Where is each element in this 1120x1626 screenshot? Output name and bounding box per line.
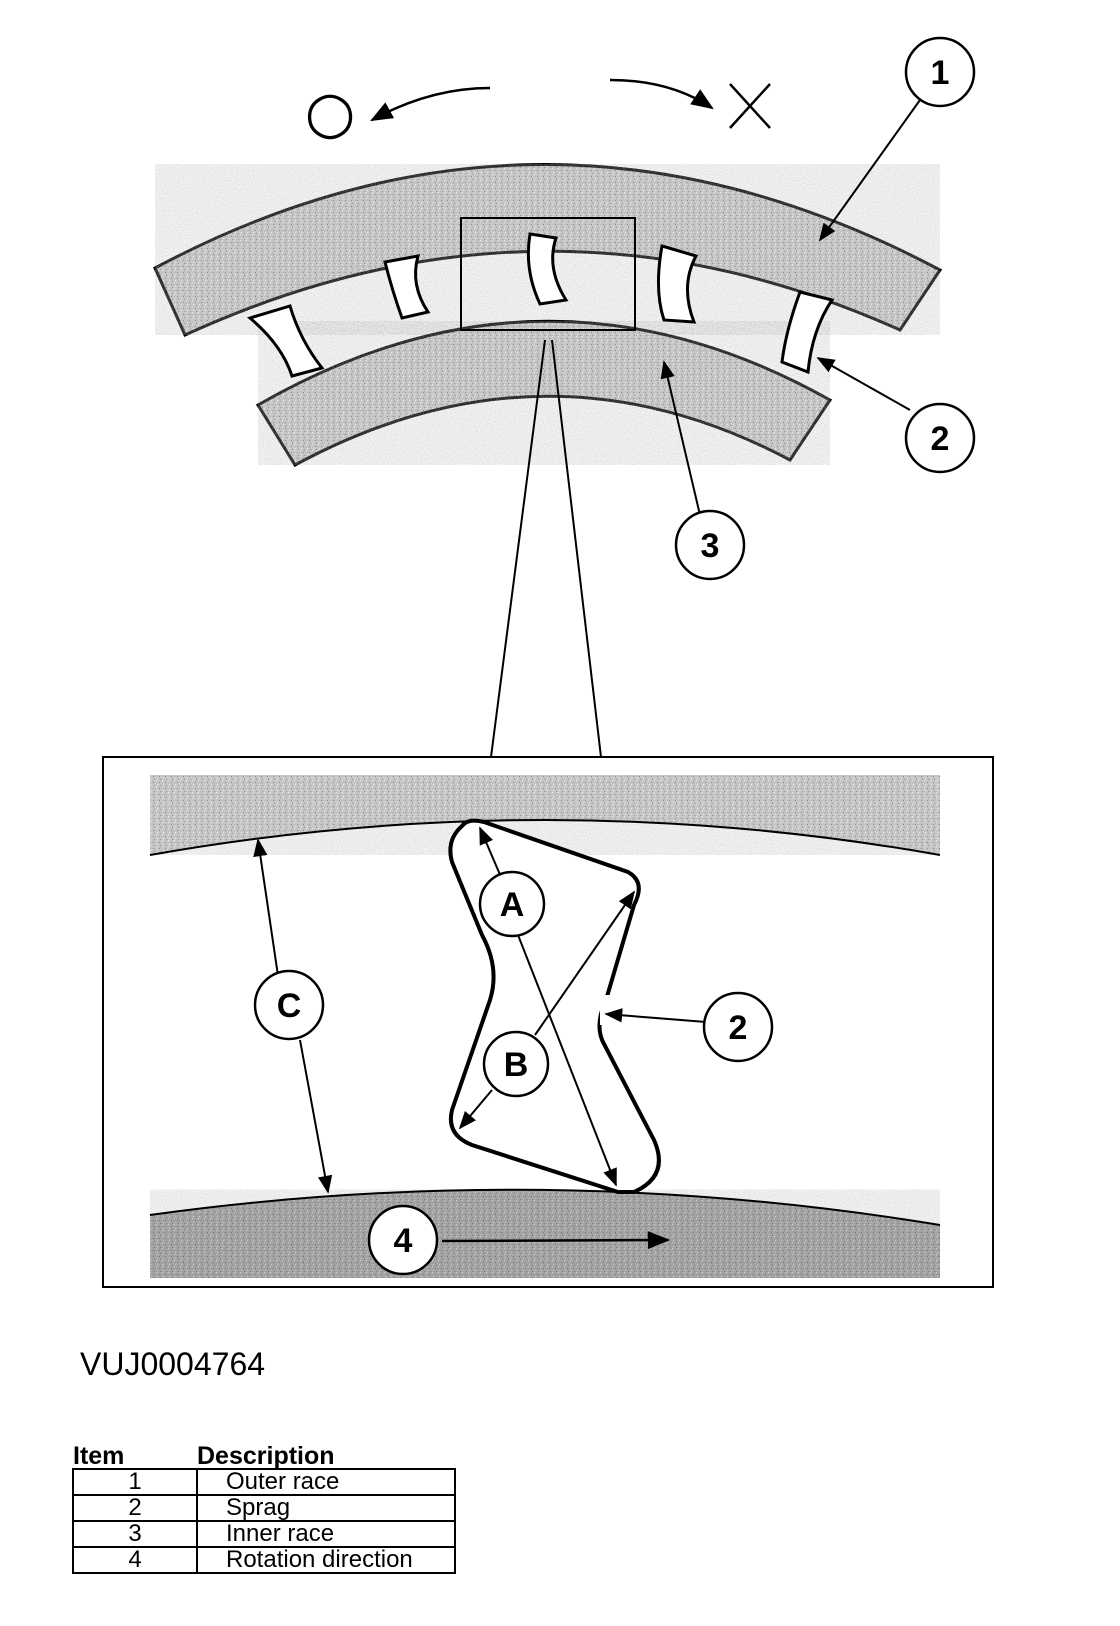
sprag xyxy=(656,244,699,324)
callout-b-label: B xyxy=(504,1046,529,1084)
locked-rotation-indicator xyxy=(609,78,771,129)
dimension-c-arrow xyxy=(299,1039,333,1194)
legend-item-description: Inner race xyxy=(196,1520,456,1548)
rotation-direction-arrow xyxy=(441,1231,671,1250)
free-rotation-indicator: ○ xyxy=(305,78,491,146)
callout-1-label: 1 xyxy=(931,54,950,92)
callout-c: C xyxy=(253,969,325,1041)
callout-2-top: 2 xyxy=(816,357,976,474)
legend-item-description: Rotation direction xyxy=(196,1546,456,1574)
callout-4: 4 xyxy=(367,1204,439,1276)
sprag xyxy=(780,290,835,375)
callout-2-top-label: 2 xyxy=(931,420,950,458)
dimension-a-arrow xyxy=(517,934,617,1187)
callout-a-label: A xyxy=(500,886,525,924)
legend-row: 4 Rotation direction xyxy=(72,1546,456,1574)
legend-item-number: 2 xyxy=(72,1494,198,1522)
legend-item-number: 3 xyxy=(72,1520,198,1548)
legend-row: 1 Outer race xyxy=(72,1468,456,1496)
callout-3: 3 xyxy=(660,360,746,581)
dimension-b-arrow xyxy=(534,890,636,1036)
sprag-leader xyxy=(604,1008,707,1023)
legend-table: Item Description 1 Outer race 2 Sprag 3 … xyxy=(72,1444,456,1574)
legend-row: 3 Inner race xyxy=(72,1520,456,1548)
legend-item-description: Outer race xyxy=(196,1468,456,1496)
zoom-region-box xyxy=(460,217,636,331)
sprag xyxy=(526,232,569,306)
callout-b: B xyxy=(482,1030,550,1098)
callout-3-label: 3 xyxy=(701,527,720,565)
callout-1: 1 xyxy=(818,36,976,242)
legend-header-item: Item xyxy=(73,1442,125,1470)
legend-row: 2 Sprag xyxy=(72,1494,456,1522)
legend-header-row: Item Description xyxy=(73,1444,455,1469)
callout-4-label: 4 xyxy=(394,1222,413,1260)
sprag xyxy=(246,304,325,378)
callout-2-detail-label: 2 xyxy=(729,1009,748,1047)
locked-direction-arrow xyxy=(609,78,714,110)
callout-a: A xyxy=(478,870,546,938)
projection-line xyxy=(551,339,602,758)
legend-header-description: Description xyxy=(197,1442,335,1470)
legend-item-number: 1 xyxy=(72,1468,198,1496)
callout-2-detail: 2 xyxy=(702,991,774,1063)
projection-line xyxy=(490,339,546,758)
lock-x-mark xyxy=(729,83,771,129)
sprag xyxy=(383,254,431,320)
sprag-row xyxy=(246,232,835,378)
dimension-b-arrow xyxy=(458,1089,493,1130)
free-circle-symbol: ○ xyxy=(305,78,356,146)
figure-id: VUJ0004764 xyxy=(80,1346,266,1382)
legend-item-number: 4 xyxy=(72,1546,198,1574)
callout-c-label: C xyxy=(277,987,302,1025)
free-direction-arrow xyxy=(370,86,491,122)
legend-item-description: Sprag xyxy=(196,1494,456,1522)
